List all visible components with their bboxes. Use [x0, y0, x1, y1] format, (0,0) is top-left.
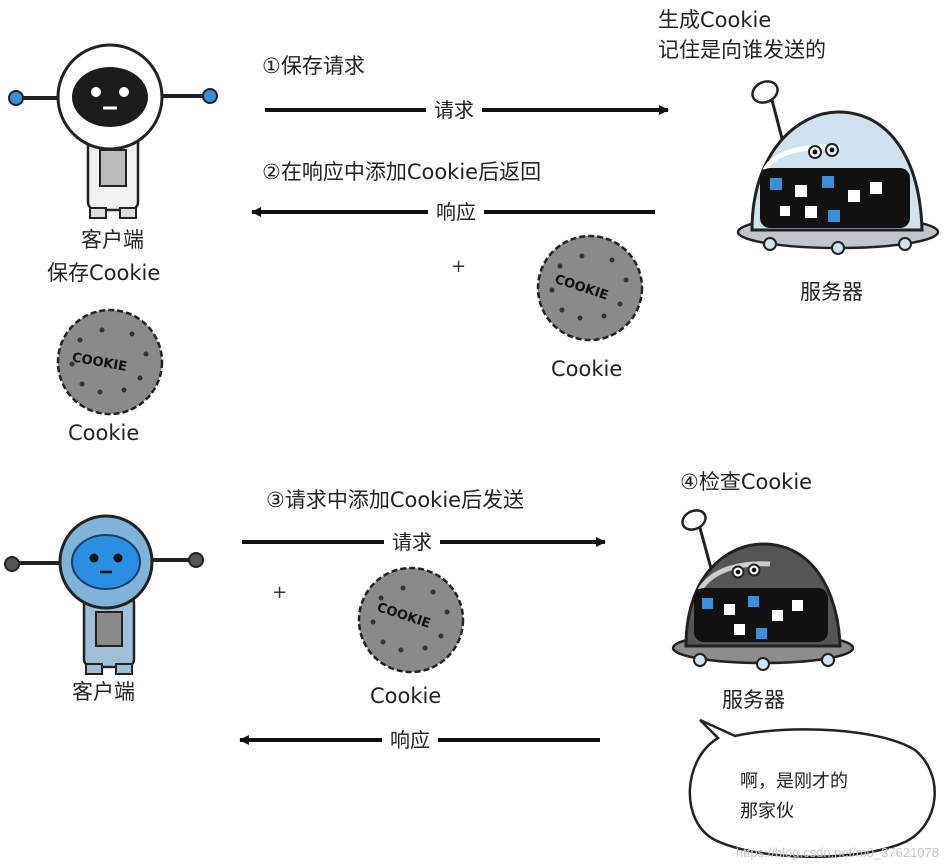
client-robot-top [8, 43, 218, 219]
client-robot-bottom [4, 514, 204, 675]
plus-sign-bottom: + [272, 582, 288, 603]
bubble-text-line1: 啊，是刚才的 [740, 771, 848, 792]
top-request-label: 请求 [426, 98, 482, 122]
client-save-cookie-label: 保存Cookie [47, 261, 161, 285]
client-label-top: 客户端 [81, 228, 144, 252]
request-cookie-bottom: COOKIE [357, 566, 465, 674]
response-cookie-label-top: Cookie [551, 357, 623, 381]
bottom-request-label: 请求 [384, 530, 440, 554]
bubble-text-line2: 那家伙 [740, 801, 794, 822]
server-label-bottom: 服务器 [722, 688, 785, 712]
client-label-bottom: 客户端 [72, 680, 135, 704]
client-cookie-top: COOKIE [56, 308, 164, 416]
watermark: https://blog.csdn.net/m0_37621078 [735, 845, 939, 860]
step1-label: ①保存请求 [262, 54, 365, 78]
step4-label: ④检查Cookie [680, 470, 813, 494]
speech-bubble [688, 718, 936, 858]
step2-label: ②在响应中添加Cookie后返回 [262, 160, 542, 184]
client-cookie-label-top: Cookie [68, 421, 140, 445]
server-bottom [671, 509, 855, 671]
server-label-top: 服务器 [800, 280, 863, 304]
bottom-response-label: 响应 [382, 728, 438, 752]
response-cookie-top: COOKIE [536, 234, 644, 342]
top-response-label: 响应 [428, 200, 484, 224]
server-top [736, 80, 940, 255]
server-note-line2: 记住是向谁发送的 [658, 38, 826, 62]
server-note-line1: 生成Cookie [658, 8, 772, 32]
request-cookie-label-bottom: Cookie [370, 684, 442, 708]
plus-sign-top: + [451, 256, 467, 277]
step3-label: ③请求中添加Cookie后发送 [266, 488, 525, 512]
